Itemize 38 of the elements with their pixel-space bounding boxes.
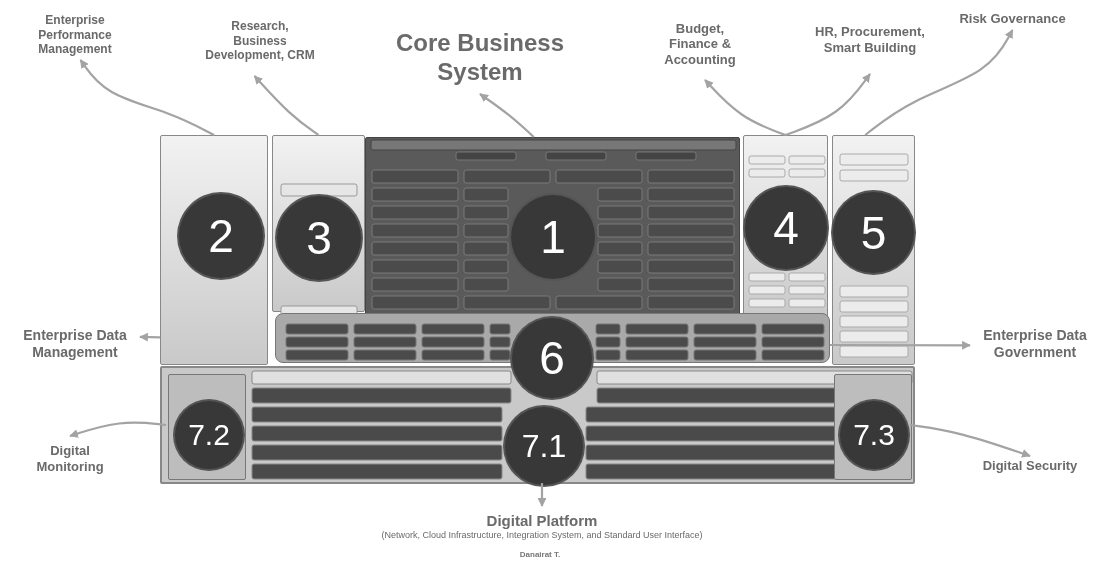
callout-label: HR, Procurement, Smart Building	[814, 24, 926, 56]
arrow	[704, 79, 786, 137]
arrow	[479, 93, 535, 138]
app-panel	[160, 135, 268, 365]
app-panel	[834, 374, 912, 480]
callout-label: Enterprise Data Management	[22, 327, 128, 361]
arrow	[830, 340, 971, 350]
arrow	[864, 29, 1014, 136]
callout-label: Enterprise Performance Management	[37, 13, 113, 57]
callout-label: Risk Governance	[959, 11, 1066, 27]
app-panel	[168, 374, 246, 480]
number-badge: 7.2	[175, 401, 243, 469]
number-badge: 4	[745, 187, 827, 269]
number-badge: 7.1	[505, 407, 583, 485]
arrow	[253, 75, 320, 136]
author-note: Danairat T.	[518, 550, 562, 559]
callout-label: Digital Monitoring	[35, 443, 105, 475]
callout-label: Research, Business Development, CRM	[205, 19, 315, 63]
arrow	[79, 59, 215, 136]
callout-label: Digital Security	[982, 458, 1078, 474]
arrow	[69, 421, 167, 438]
number-badge: 2	[179, 194, 263, 278]
number-badge: 5	[833, 192, 914, 273]
arrow	[139, 332, 161, 342]
app-panel	[272, 135, 365, 312]
callout-subtitle: (Network, Cloud Infrastructure, Integration System, and Standard User Interface)	[381, 529, 703, 541]
callout-label: Core Business System	[394, 29, 566, 87]
app-panel	[365, 137, 740, 315]
callout-label: Digital Platform	[486, 511, 598, 530]
arrow	[909, 423, 1031, 458]
arrow	[537, 483, 547, 507]
app-panel	[832, 135, 915, 365]
number-badge: 1	[511, 195, 595, 279]
callout-label: Budget, Finance & Accounting	[663, 20, 737, 68]
number-badge: 3	[277, 196, 361, 280]
number-badge: 7.3	[840, 401, 908, 469]
arrow	[785, 73, 871, 137]
callout-label: Enterprise Data Government	[982, 327, 1088, 361]
